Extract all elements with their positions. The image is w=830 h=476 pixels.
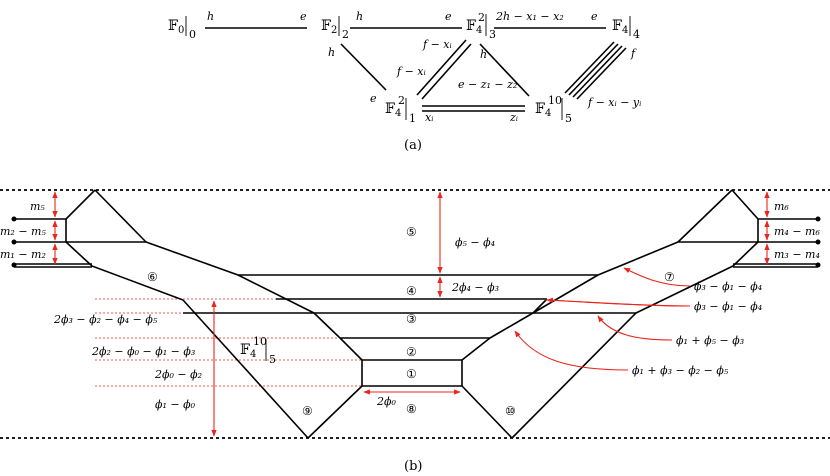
svg-text:⑨: ⑨ [302, 404, 313, 418]
edge-f423-f4105 [479, 43, 530, 97]
caption-b: (b) [404, 459, 422, 474]
quiver-diagram-a: 𝔽0 0 𝔽2 2 𝔽4 2 3 𝔽4 4 𝔽4 2 1 𝔽4 [168, 10, 641, 153]
svg-text:e: e [370, 92, 377, 105]
measure-arrows [52, 191, 770, 437]
svg-text:2ϕ₀ − ϕ₂: 2ϕ₀ − ϕ₂ [154, 368, 202, 381]
node-f0: 𝔽0 0 [168, 16, 196, 41]
svg-text:2h − x₁ − x₂: 2h − x₁ − x₂ [495, 10, 564, 23]
svg-text:④: ④ [406, 284, 417, 298]
svg-text:h: h [356, 10, 363, 23]
svg-text:𝔽4: 𝔽4 [240, 342, 256, 360]
svg-text:e: e [591, 10, 598, 23]
svg-text:2ϕ₄ − ϕ₃: 2ϕ₄ − ϕ₃ [451, 281, 499, 294]
svg-text:𝔽4: 𝔽4 [466, 18, 482, 36]
mass-labels: m₅ m₂ − m₅ m₁ − m₂ m₆ m₄ − m₆ m₃ − m₄ [0, 200, 820, 261]
svg-text:m₄ − m₆: m₄ − m₆ [774, 225, 820, 238]
svg-text:3: 3 [489, 28, 496, 41]
svg-text:2: 2 [478, 11, 485, 24]
svg-text:ϕ₁ − ϕ₀: ϕ₁ − ϕ₀ [155, 398, 196, 411]
svg-text:4: 4 [633, 28, 640, 41]
svg-text:③: ③ [406, 312, 417, 326]
svg-text:2: 2 [342, 28, 349, 41]
svg-text:2ϕ₃ − ϕ₂ − ϕ₄ − ϕ₅: 2ϕ₃ − ϕ₂ − ϕ₄ − ϕ₅ [53, 313, 158, 326]
svg-text:①: ① [406, 367, 417, 381]
svg-text:ϕ₁ + ϕ₃ − ϕ₂ − ϕ₅: ϕ₁ + ϕ₃ − ϕ₂ − ϕ₅ [632, 364, 729, 377]
svg-text:⑥: ⑥ [147, 270, 158, 284]
svg-text:f: f [630, 47, 637, 60]
svg-text:𝔽4: 𝔽4 [385, 101, 401, 119]
node-f4-2-1: 𝔽4 2 1 [385, 94, 416, 125]
svg-text:10: 10 [548, 94, 562, 107]
svg-text:10: 10 [253, 335, 267, 348]
svg-text:m₂ − m₅: m₂ − m₅ [0, 225, 46, 238]
svg-text:m₁ − m₂: m₁ − m₂ [0, 248, 46, 261]
svg-text:ϕ₁ + ϕ₅ − ϕ₃: ϕ₁ + ϕ₅ − ϕ₃ [676, 334, 744, 347]
svg-text:2: 2 [398, 94, 405, 107]
node-f4-10-5: 𝔽4 10 5 [535, 94, 572, 125]
brane-web-b: ⑤ ④ ③ ② ① ⑧ ⑥ ⑦ ⑨ ⑩ m₅ m₂ − m₅ m₁ − m₂ m… [0, 189, 830, 474]
svg-text:e − z₁ − z₂: e − z₁ − z₂ [458, 78, 517, 91]
svg-text:h: h [328, 46, 335, 59]
svg-text:zᵢ: zᵢ [509, 111, 518, 124]
svg-text:f − xᵢ: f − xᵢ [396, 65, 426, 78]
end-points [11, 216, 821, 268]
edge-f2-f421 [340, 43, 387, 91]
svg-text:h: h [480, 48, 487, 61]
svg-text:2ϕ₂ − ϕ₀ − ϕ₁ − ϕ₃: 2ϕ₂ − ϕ₀ − ϕ₁ − ϕ₃ [91, 345, 195, 358]
svg-text:⑧: ⑧ [406, 402, 417, 416]
svg-text:ϕ₃ − ϕ₁ − ϕ₄: ϕ₃ − ϕ₁ − ϕ₄ [694, 300, 762, 313]
edge-f423-f421-a [416, 39, 467, 96]
svg-text:xᵢ: xᵢ [425, 111, 433, 124]
region-labels: ⑤ ④ ③ ② ① ⑧ ⑥ ⑦ ⑨ ⑩ [147, 225, 675, 418]
svg-text:2ϕ₀: 2ϕ₀ [376, 395, 396, 408]
measure-labels: ϕ₅ − ϕ₄ 2ϕ₄ − ϕ₃ 2ϕ₃ − ϕ₂ − ϕ₄ − ϕ₅ 2ϕ₂ … [53, 236, 762, 411]
svg-text:e: e [300, 10, 307, 23]
edges-a [205, 27, 627, 112]
svg-text:m₅: m₅ [30, 200, 45, 213]
svg-text:5: 5 [269, 353, 276, 366]
caption-a: (a) [404, 138, 422, 153]
svg-text:⑩: ⑩ [505, 404, 516, 418]
web-lines [14, 189, 818, 439]
svg-text:𝔽0: 𝔽0 [168, 18, 184, 36]
svg-text:m₆: m₆ [774, 200, 789, 213]
node-f4-2-3: 𝔽4 2 3 [466, 11, 496, 41]
svg-text:𝔽2: 𝔽2 [321, 18, 337, 36]
svg-text:⑦: ⑦ [664, 270, 675, 284]
edge-f423-f421-b [421, 43, 472, 100]
svg-text:h: h [207, 10, 214, 23]
svg-text:1: 1 [409, 112, 416, 125]
svg-text:m₃ − m₄: m₃ − m₄ [774, 248, 820, 261]
svg-text:②: ② [406, 345, 417, 359]
center-label: 𝔽4 10 5 [240, 335, 276, 366]
svg-text:𝔽4: 𝔽4 [612, 18, 628, 36]
svg-text:e: e [445, 10, 452, 23]
svg-text:0: 0 [189, 28, 196, 41]
node-f4-4: 𝔽4 4 [612, 16, 640, 41]
svg-text:f − xᵢ: f − xᵢ [422, 38, 452, 51]
node-f2: 𝔽2 2 [321, 16, 349, 41]
svg-text:⑤: ⑤ [406, 225, 417, 239]
svg-text:ϕ₃ − ϕ₁ − ϕ₄: ϕ₃ − ϕ₁ − ϕ₄ [694, 280, 762, 293]
svg-text:f − xᵢ − yᵢ: f − xᵢ − yᵢ [587, 96, 641, 109]
edge-labels-a: h e h e h e 2h − x₁ − x₂ e f − xᵢ f − xᵢ… [207, 10, 641, 124]
svg-text:ϕ₅ − ϕ₄: ϕ₅ − ϕ₄ [455, 236, 495, 249]
svg-text:𝔽4: 𝔽4 [535, 101, 551, 119]
svg-text:5: 5 [565, 112, 572, 125]
